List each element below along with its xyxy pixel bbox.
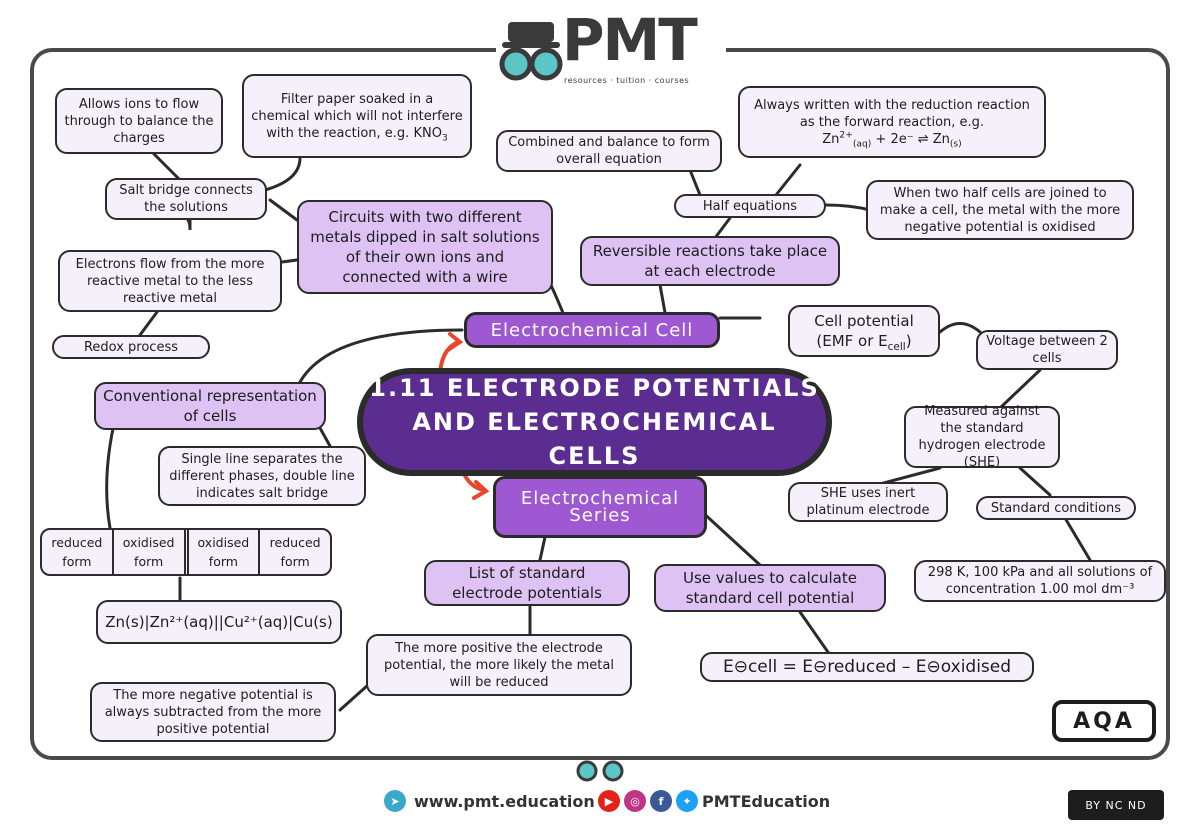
footer-website-text[interactable]: www.pmt.education	[414, 791, 595, 811]
reduction-node: Always written with the reduction reacti…	[738, 86, 1046, 158]
representation-node: Conventional representation of cells	[94, 382, 326, 430]
oxidised-node: When two half cells are joined to make a…	[866, 180, 1134, 240]
cursor-icon: ➤	[384, 790, 406, 812]
main-title: 1.11 ELECTRODE POTENTIALS AND ELECTROCHE…	[357, 368, 832, 476]
creative-commons-badge: BY NC ND	[1068, 790, 1164, 820]
use-values-node: Use values to calculate standard cell po…	[654, 564, 886, 612]
notation-example-node: Zn(s)|Zn²⁺(aq)||Cu²⁺(aq)|Cu(s)	[96, 600, 342, 644]
cell-potential-sub: (EMF or Ecell)	[816, 332, 912, 353]
standard-conditions-node: Standard conditions	[976, 496, 1136, 520]
logo-tagline: resources · tuition · courses	[564, 76, 690, 85]
filter-paper-formula: KNO	[413, 125, 442, 141]
conditions-node: 298 K, 100 kPa and all solutions of conc…	[914, 560, 1166, 602]
filter-paper-sub: 3	[441, 133, 448, 144]
more-negative-node: The more negative potential is always su…	[90, 682, 336, 742]
electrochemical-series-node: Electrochemical Series	[493, 476, 707, 538]
voltage-node: Voltage between 2 cells	[976, 330, 1118, 370]
circuits-node: Circuits with two different metals dippe…	[297, 200, 553, 294]
salt-bridge-node: Salt bridge connects the solutions	[105, 178, 267, 220]
she-node: SHE uses inert platinum electrode	[788, 482, 948, 522]
filter-paper-node: Filter paper soaked in a chemical which …	[242, 74, 472, 158]
instagram-icon[interactable]: ◎	[624, 790, 646, 812]
footer-social[interactable]: ▶ ◎ f ✦ PMTEducation	[598, 790, 830, 812]
twitter-icon[interactable]: ✦	[676, 790, 698, 812]
logo-wordmark: PMT	[562, 6, 698, 74]
single-line-node: Single line separates the different phas…	[158, 446, 366, 506]
reduction-equation: Zn2+(aq) + 2e⁻ ⇌ Zn(s)	[822, 130, 962, 150]
footer-social-text: PMTEducation	[702, 791, 831, 811]
list-potentials-node: List of standard electrode potentials	[424, 560, 630, 606]
pmt-logo	[496, 12, 726, 92]
glasses-footer-icon	[576, 760, 624, 782]
cell-potential-node: Cell potential (EMF or Ecell)	[788, 305, 940, 357]
electrochemical-cell-node: Electrochemical Cell	[464, 312, 720, 348]
main-title-line-2: AND ELECTROCHEMICAL CELLS	[412, 408, 777, 470]
exam-board-badge: AQA	[1052, 700, 1156, 742]
measured-node: Measured against the standard hydrogen e…	[904, 404, 1060, 470]
more-positive-node: The more positive the electrode potentia…	[366, 634, 632, 696]
half-equations-node: Half equations	[674, 194, 826, 218]
facebook-icon[interactable]: f	[650, 790, 672, 812]
combined-node: Combined and balance to form overall equ…	[496, 130, 722, 172]
electrons-flow-node: Electrons flow from the more reactive me…	[58, 250, 282, 312]
reduction-text: Always written with the reduction reacti…	[754, 97, 1030, 130]
footer-website[interactable]: ➤ www.pmt.education	[384, 790, 595, 812]
cell-potential-title: Cell potential	[814, 312, 914, 330]
reversible-node: Reversible reactions take place at each …	[580, 236, 840, 286]
redox-node: Redox process	[52, 335, 210, 359]
ions-flow-node: Allows ions to flow through to balance t…	[55, 88, 223, 154]
youtube-icon[interactable]: ▶	[598, 790, 620, 812]
glasses-icon	[499, 22, 563, 81]
cell-potential-formula-node: E⊖cell = E⊖reduced – E⊖oxidised	[700, 652, 1034, 682]
filter-paper-text: Filter paper soaked in a chemical which …	[251, 91, 463, 141]
main-title-line-1: 1.11 ELECTRODE POTENTIALS	[369, 374, 820, 402]
